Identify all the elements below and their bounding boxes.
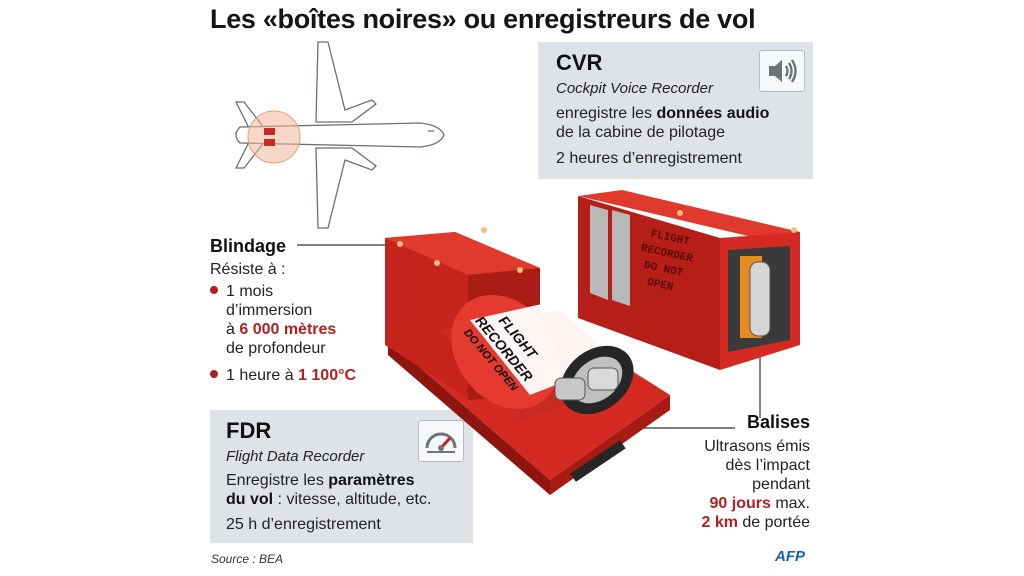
fdr-line-1-bold: paramètres bbox=[328, 472, 415, 489]
cvr-line-1: enregistre les données audio bbox=[556, 104, 769, 123]
temperature-value: 1 100°C bbox=[298, 367, 357, 384]
blindage-item-1-line-3-text: à bbox=[226, 321, 240, 338]
speaker-icon bbox=[759, 50, 805, 92]
source-note: Source : BEA bbox=[211, 552, 284, 566]
gauge-icon bbox=[418, 420, 464, 462]
balises-line-5: 2 km de portée bbox=[650, 513, 810, 532]
fdr-line-2-bold: du vol bbox=[226, 491, 274, 508]
depth-value: 6 000 mètres bbox=[239, 321, 337, 338]
fdr-subtitle: Flight Data Recorder bbox=[226, 448, 365, 465]
bullet bbox=[210, 369, 218, 378]
fdr-cylinder-text-3: DO NOT OPEN bbox=[461, 327, 520, 395]
fdr-line-2: du vol : vitesse, altitude, etc. bbox=[226, 490, 431, 509]
blindage-section: Blindage Résiste à : 1 mois d’immersion … bbox=[210, 236, 356, 385]
fdr-cylinder-text-2: RECORDER bbox=[472, 313, 536, 385]
fdr-heading: FDR bbox=[226, 418, 272, 443]
blindage-item-1: 1 mois bbox=[210, 282, 356, 301]
balises-line-1: Ultrasons émis bbox=[704, 438, 810, 455]
fdr-panel: FDR Flight Data Recorder Enregistre les … bbox=[210, 410, 473, 543]
cvr-panel: CVR Cockpit Voice Recorder enregistre le… bbox=[538, 42, 813, 179]
fdr-line-1: Enregistre les paramètres bbox=[226, 471, 415, 490]
balises-line-4: 90 jours max. bbox=[650, 494, 810, 513]
balises-line-4-text: max. bbox=[770, 495, 810, 512]
fdr-line-2-text: : vitesse, altitude, etc. bbox=[273, 491, 432, 508]
cvr-line-1-bold: données audio bbox=[656, 105, 770, 122]
balises-line-2: dès l’impact bbox=[725, 457, 810, 474]
fdr-cylinder-text-1: FLIGHT bbox=[496, 313, 542, 363]
blindage-item-1-line-4: de profondeur bbox=[226, 340, 326, 357]
fdr-line-1-text: Enregistre les bbox=[226, 472, 329, 489]
recorder-marker bbox=[264, 128, 275, 135]
balises-line-5-text: de portée bbox=[737, 514, 810, 531]
cvr-subtitle: Cockpit Voice Recorder bbox=[556, 80, 714, 97]
cvr-box-text-4: OPEN bbox=[646, 277, 674, 294]
blindage-item-2: 1 heure à 1 100°C bbox=[210, 366, 356, 385]
recorder-marker bbox=[264, 139, 275, 146]
blindage-item-1-line-1: 1 mois bbox=[226, 283, 274, 300]
cvr-line-3: 2 heures d’enregistrement bbox=[556, 150, 742, 167]
balises-line-3: pendant bbox=[752, 476, 810, 493]
cvr-recorder-unit bbox=[578, 190, 800, 370]
cvr-box-text-2: RECORDER bbox=[640, 243, 695, 266]
recorder-location-highlight bbox=[247, 110, 301, 164]
blindage-item-1-line-2: d’immersion bbox=[226, 302, 313, 319]
duration-value: 90 jours bbox=[709, 495, 771, 512]
balises-section: Balises Ultrasons émis dès l’impact pend… bbox=[650, 412, 810, 532]
blindage-item-1-line-3: à 6 000 mètres bbox=[210, 320, 356, 339]
blindage-intro: Résiste à : bbox=[210, 261, 286, 278]
afp-logo: AFP bbox=[768, 547, 812, 565]
cvr-box-text-3: DO NOT bbox=[643, 260, 685, 280]
page-title: Les «boîtes noires» ou enregistreurs de … bbox=[210, 4, 756, 34]
cvr-line-2: de la cabine de pilotage bbox=[556, 124, 726, 141]
bullet bbox=[210, 285, 218, 294]
afp-logo-text: AFP bbox=[774, 548, 806, 565]
blindage-heading: Blindage bbox=[210, 236, 287, 256]
airplane-icon bbox=[234, 41, 445, 229]
range-value: 2 km bbox=[701, 514, 738, 531]
cvr-line-1-text: enregistre les bbox=[556, 105, 657, 122]
fdr-line-3: 25 h d’enregistrement bbox=[226, 516, 381, 533]
cvr-box-label: FLIGHT RECORDER DO NOT OPEN bbox=[640, 229, 695, 295]
cvr-box-text-1: FLIGHT bbox=[649, 229, 691, 249]
cvr-heading: CVR bbox=[556, 50, 603, 75]
fdr-cylinder-label: FLIGHT RECORDER DO NOT OPEN bbox=[461, 313, 542, 395]
blindage-item-2-text: 1 heure à bbox=[226, 367, 299, 384]
balises-heading: Balises bbox=[746, 412, 810, 432]
